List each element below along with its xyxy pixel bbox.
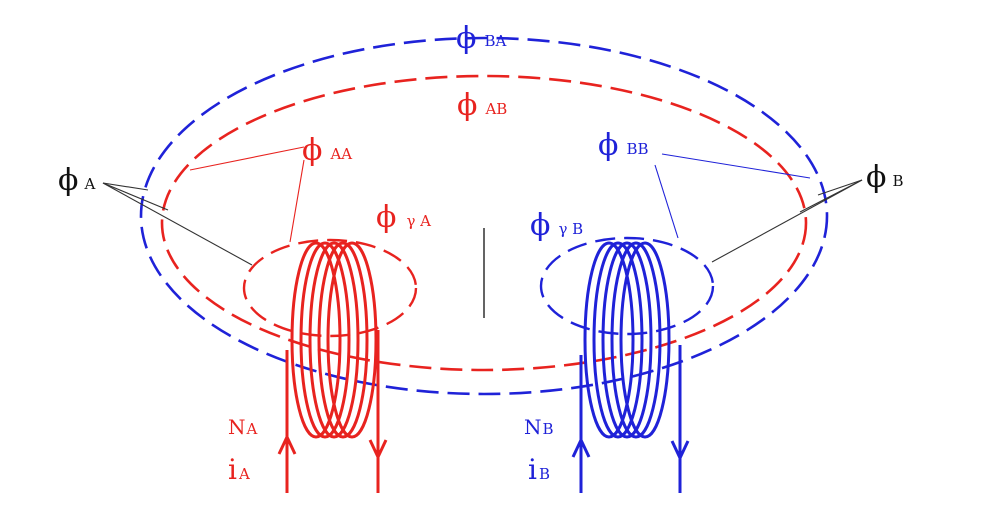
flux-loop-gamma-b xyxy=(539,236,715,336)
flux-loop-ab xyxy=(160,74,808,372)
pointer-lines-bb xyxy=(654,153,811,239)
flux-loop-gamma-a xyxy=(242,238,418,338)
pointer-lines-a xyxy=(102,182,253,266)
coil-a xyxy=(277,241,388,493)
coil-b xyxy=(571,241,690,493)
label-n-a: NA xyxy=(228,415,258,439)
label-n-b: NB xyxy=(524,415,554,439)
pointer-lines-b xyxy=(711,179,863,263)
pointer-lines-aa xyxy=(189,146,305,243)
flux-loop-ba xyxy=(139,36,829,396)
